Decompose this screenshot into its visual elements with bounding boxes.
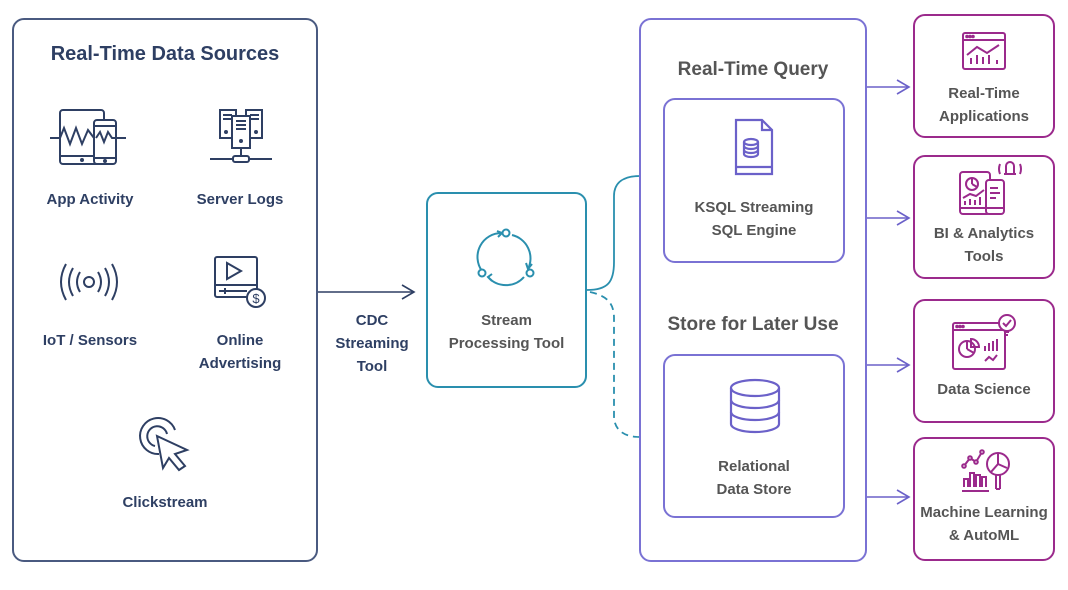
consumer-3-line2: & AutoML — [948, 527, 1020, 544]
data-science-icon — [952, 314, 1016, 370]
server-logs-icon — [210, 109, 272, 163]
dashboard-chart-icon — [962, 32, 1006, 70]
relational-line1: Relational — [718, 458, 790, 475]
consumer-realtime-applications[interactable] — [913, 14, 1055, 138]
realtime-applications-label: Real-Time Applications — [913, 82, 1055, 128]
realtime-query-title: Real-Time Query — [677, 59, 829, 80]
online-advertising-label: Online Advertising — [170, 329, 310, 375]
online-advertising-label-line2: Advertising — [198, 355, 282, 372]
relational-line2: Data Store — [716, 481, 792, 498]
machine-learning-icon — [961, 449, 1010, 492]
consumer-bi-analytics[interactable] — [913, 155, 1055, 279]
online-advertising-label-line1: Online — [216, 332, 264, 349]
consumer-data-science[interactable] — [913, 299, 1055, 423]
consumer-3-line1: Machine Learning — [920, 504, 1048, 521]
data-sources-title: Real-Time Data Sources — [50, 43, 280, 65]
cdc-streaming-tool-label: CDC Streaming Tool — [322, 309, 422, 378]
store-later-title: Store for Later Use — [667, 314, 839, 335]
cdc-arrow — [317, 284, 416, 300]
ksql-line1: KSQL Streaming — [694, 199, 814, 216]
consumer-arrows — [866, 79, 911, 505]
bi-analytics-icon — [959, 161, 1022, 215]
relational-store-box[interactable] — [663, 354, 845, 518]
stream-processing-box[interactable] — [426, 192, 587, 388]
cdc-line3: Tool — [356, 358, 388, 375]
clickstream-label: Clickstream — [122, 494, 208, 511]
stream-processing-label: Stream Processing Tool — [426, 309, 587, 355]
data-sources-panel — [12, 18, 318, 562]
ksql-engine-box[interactable] — [663, 98, 845, 263]
consumer-1-line1: BI & Analytics — [933, 225, 1035, 242]
sql-document-icon — [734, 118, 774, 176]
relational-store-label: Relational Data Store — [663, 455, 845, 501]
app-activity-label: App Activity — [46, 191, 134, 208]
server-logs-label: Server Logs — [196, 191, 284, 208]
cycle-icon — [476, 228, 535, 287]
app-activity-icon — [50, 109, 126, 165]
ksql-engine-label: KSQL Streaming SQL Engine — [663, 196, 845, 242]
data-science-label: Data Science — [937, 381, 1031, 398]
cdc-line1: CDC — [355, 312, 389, 329]
iot-sensors-label: IoT / Sensors — [42, 332, 138, 349]
bi-analytics-label: BI & Analytics Tools — [913, 222, 1055, 268]
ksql-line2: SQL Engine — [711, 222, 797, 239]
online-advertising-icon: $ — [214, 256, 266, 308]
stream-processing-line2: Processing Tool — [448, 335, 565, 352]
database-icon — [729, 378, 781, 434]
clickstream-icon — [139, 417, 190, 472]
consumer-1-line2: Tools — [964, 248, 1004, 265]
consumer-0-line1: Real-Time — [948, 85, 1020, 102]
stream-processing-line1: Stream — [481, 312, 532, 329]
cdc-line2: Streaming — [335, 335, 409, 352]
machine-learning-label: Machine Learning & AutoML — [913, 501, 1055, 547]
svg-text:$: $ — [252, 291, 260, 306]
consumer-0-line2: Applications — [938, 108, 1029, 125]
consumer-machine-learning[interactable] — [913, 437, 1055, 561]
iot-sensors-icon — [60, 263, 118, 301]
